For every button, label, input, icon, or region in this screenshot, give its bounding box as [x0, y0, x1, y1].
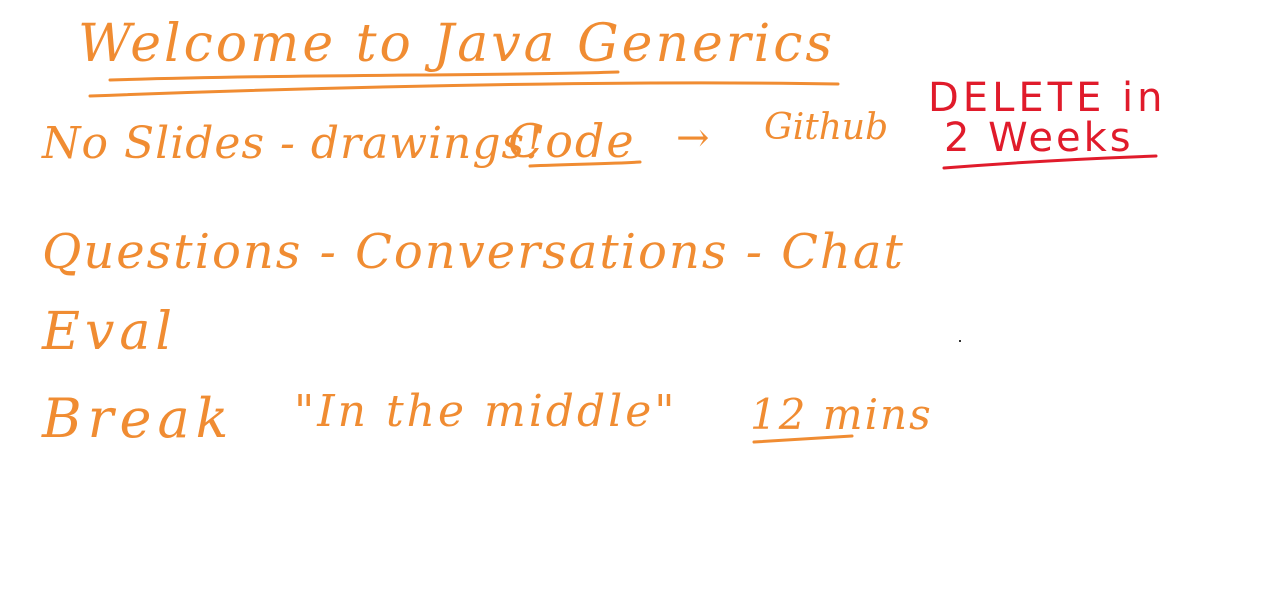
title-underline: [88, 81, 840, 98]
break-duration-text: 12 mins: [750, 390, 933, 439]
delete-note-line2: 2 Weeks: [944, 115, 1134, 161]
eval-line: Eval: [42, 302, 177, 362]
delete-note-line1: DELETE in: [928, 75, 1167, 121]
no-slides-text: No Slides - drawings!: [42, 118, 544, 169]
code-text: Code: [508, 114, 636, 168]
arrow-right-icon: →: [676, 115, 710, 161]
mins-underline: [752, 434, 854, 444]
break-text: Break: [42, 387, 235, 450]
questions-line: Questions - Conversations - Chat: [42, 224, 905, 280]
board-title: Welcome to Java Generics: [78, 14, 836, 74]
note-underline: [942, 154, 1158, 170]
in-the-middle-text: "In the middle": [294, 386, 678, 437]
stray-dot: [959, 340, 961, 342]
code-underline: [528, 160, 642, 168]
title-underline-2: [108, 70, 620, 82]
github-text: Github: [764, 107, 889, 148]
